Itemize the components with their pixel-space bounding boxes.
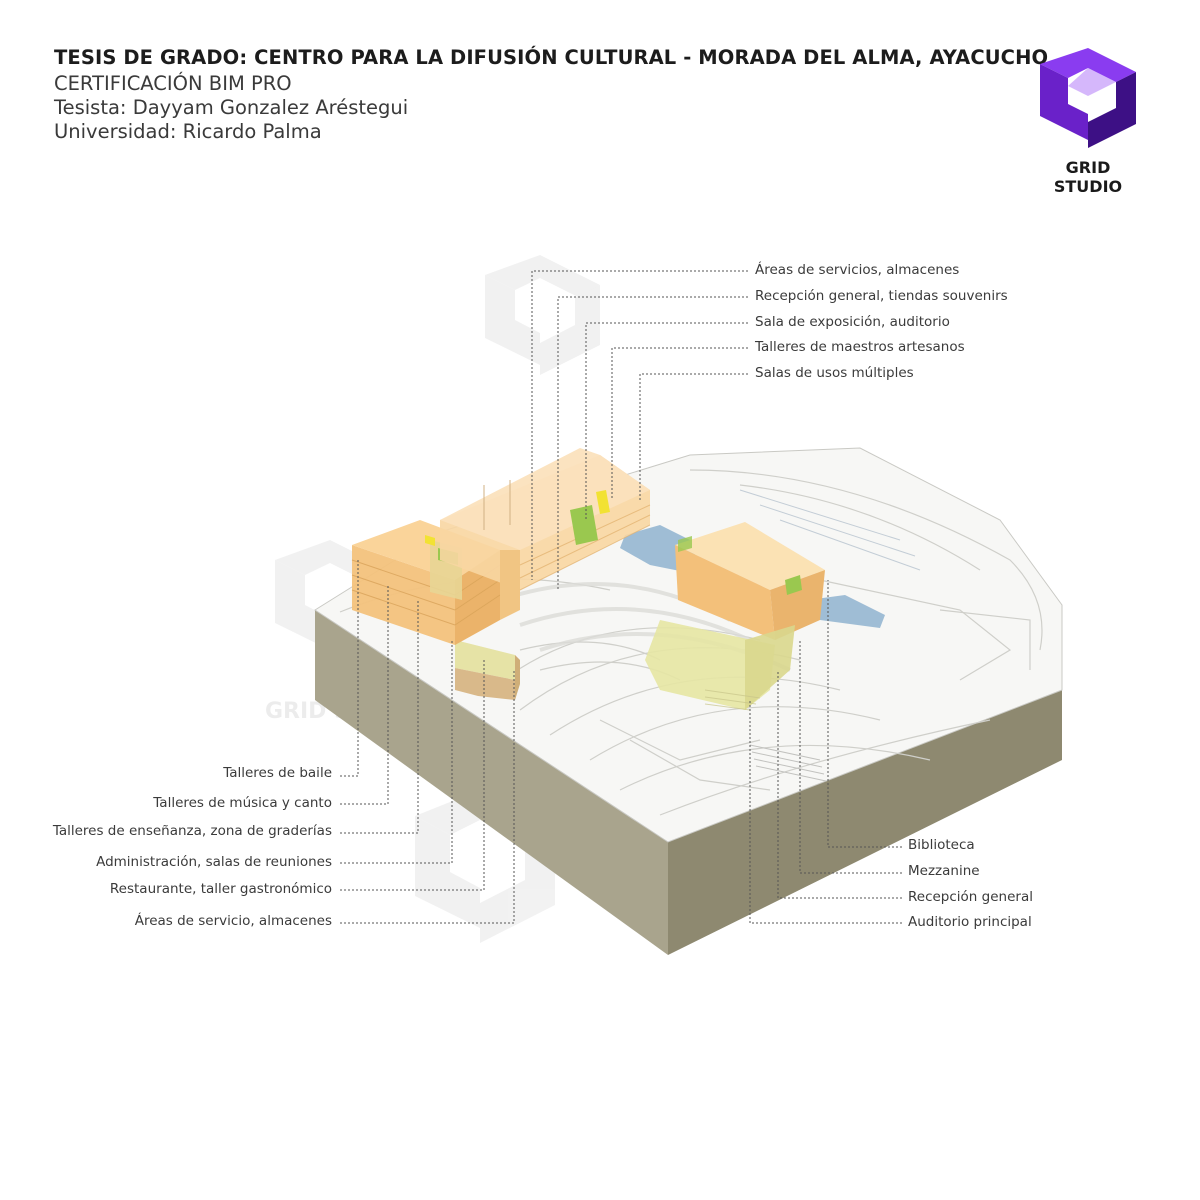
header: TESIS DE GRADO: CENTRO PARA LA DIFUSIÓN …	[54, 46, 1048, 143]
block-right-side	[770, 570, 825, 640]
label-top-talleres-artesanos: Talleres de maestros artesanos	[755, 339, 965, 355]
label-right-mezzanine: Mezzanine	[908, 863, 980, 879]
label-right-recepcion: Recepción general	[908, 889, 1033, 905]
logo-name: GRID STUDIO	[1053, 158, 1123, 196]
label-left-baile: Talleres de baile	[223, 765, 332, 781]
label-left-musica: Talleres de música y canto	[153, 795, 332, 811]
label-left-servicio: Áreas de servicio, almacenes	[134, 913, 332, 929]
university-line: Universidad: Ricardo Palma	[54, 120, 322, 143]
block-right-front	[675, 545, 775, 640]
block-left-front	[352, 545, 455, 645]
block-central-top	[440, 448, 650, 550]
author-line: Tesista: Dayyam Gonzalez Aréstegui	[54, 96, 409, 119]
label-left-administracion: Administración, salas de reuniones	[96, 854, 332, 870]
label-left-restaurante: Restaurante, taller gastronómico	[109, 881, 332, 897]
grid-studio-logo-icon	[1040, 48, 1136, 148]
site-base-left-face	[315, 610, 668, 955]
label-top-exposicion: Sala de exposición, auditorio	[755, 314, 950, 330]
label-top-recepcion: Recepción general, tiendas souvenirs	[755, 288, 1008, 304]
label-top-servicios: Áreas de servicios, almacenes	[755, 262, 960, 278]
site-base-right-face	[668, 690, 1062, 955]
label-right-biblioteca: Biblioteca	[908, 837, 975, 853]
label-right-auditorio: Auditorio principal	[908, 914, 1032, 930]
subtitle: CERTIFICACIÓN BIM PRO	[54, 72, 292, 95]
block-right-top	[675, 522, 825, 590]
label-top-usos-multiples: Salas de usos múltiples	[755, 365, 914, 381]
glass-link-east	[808, 595, 885, 628]
page-title: TESIS DE GRADO: CENTRO PARA LA DIFUSIÓN …	[54, 46, 1049, 69]
label-left-ensenanza: Talleres de enseñanza, zona de graderías	[52, 823, 332, 839]
block-auditorium	[645, 620, 775, 710]
